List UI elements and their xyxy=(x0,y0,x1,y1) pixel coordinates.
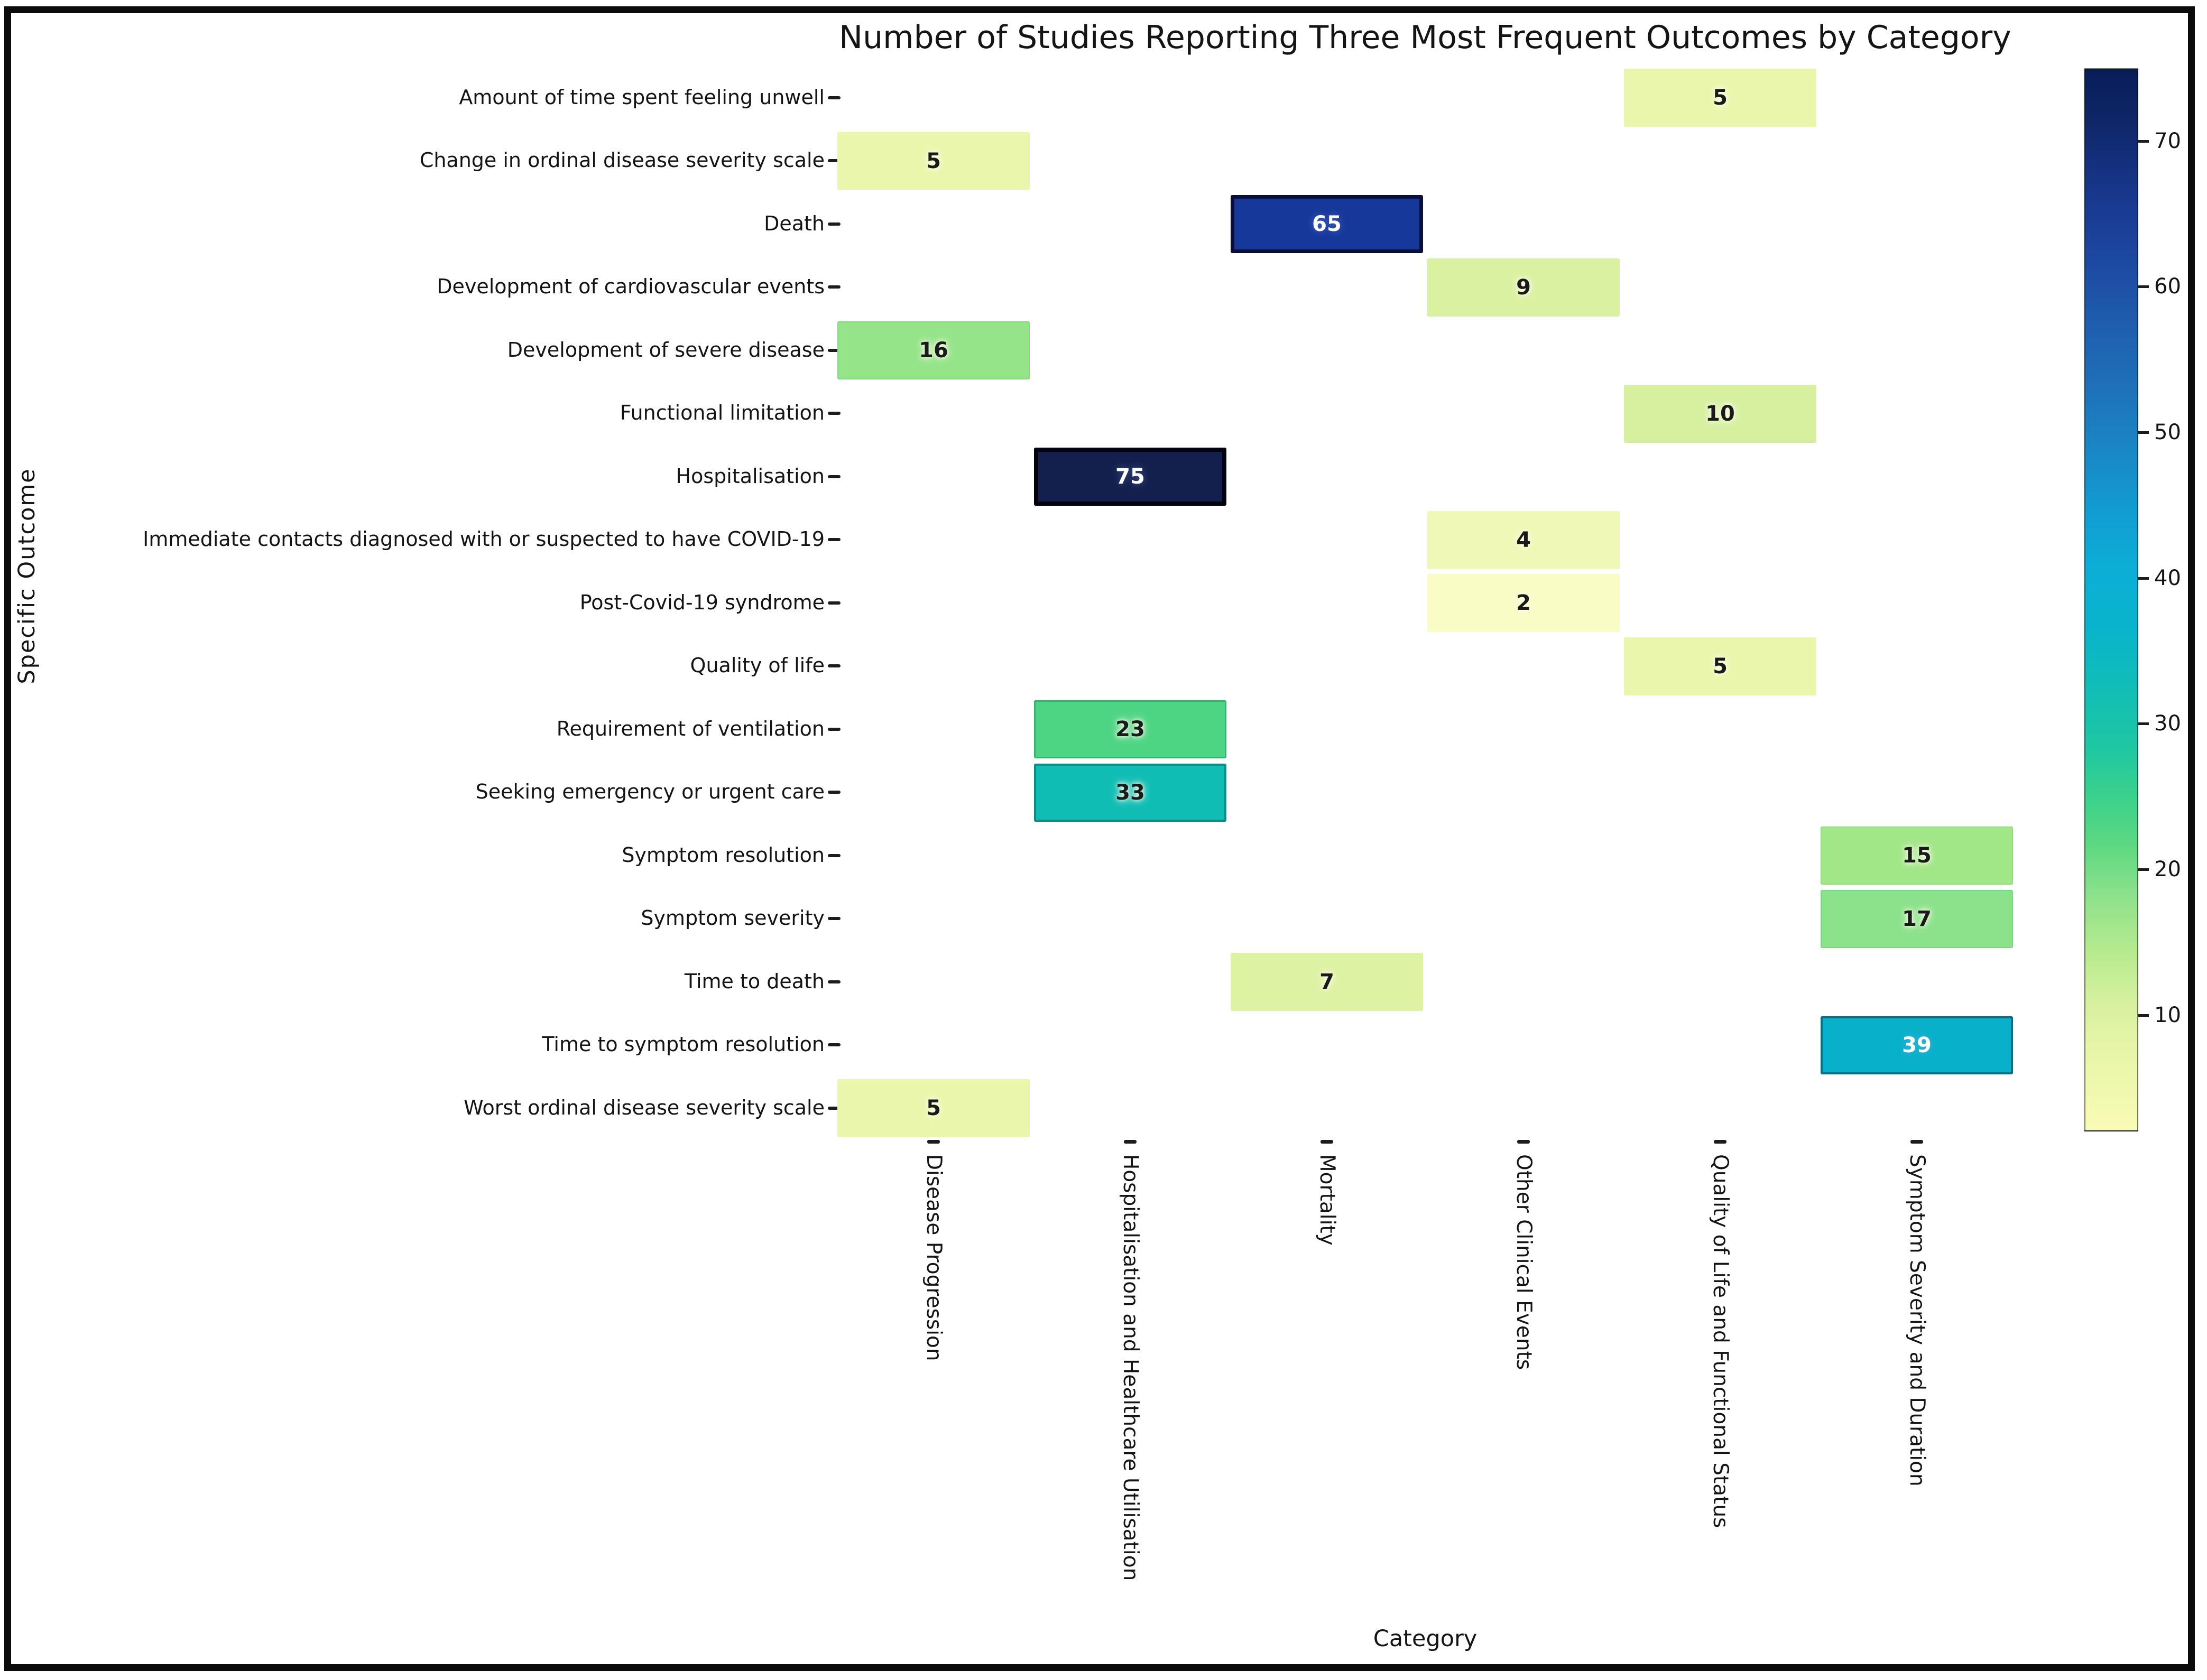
y-tick-mark xyxy=(828,159,841,163)
y-tick-label: Time to death xyxy=(684,969,825,993)
y-tick-label: Hospitalisation xyxy=(676,464,825,488)
y-tick-mark xyxy=(828,96,841,99)
x-tick-mark xyxy=(1910,1140,1923,1144)
colorbar-tick-label: 70 xyxy=(2154,128,2181,153)
heatmap-cell: 39 xyxy=(1821,1016,2013,1074)
colorbar-tick-label: 40 xyxy=(2154,565,2181,590)
heatmap-cell: 2 xyxy=(1427,574,1620,632)
y-tick-label: Immediate contacts diagnosed with or sus… xyxy=(143,527,825,551)
y-tick-label: Change in ordinal disease severity scale xyxy=(419,148,825,172)
heatmap-cell: 7 xyxy=(1231,953,1423,1011)
y-tick-label: Seeking emergency or urgent care xyxy=(475,780,825,804)
x-tick-label: Mortality xyxy=(1315,1154,1339,1246)
heatmap-cell: 5 xyxy=(1624,69,1816,127)
heatmap-cell: 33 xyxy=(1034,763,1226,822)
y-tick-label: Development of severe disease xyxy=(507,338,825,361)
chart-title: Number of Studies Reporting Three Most F… xyxy=(839,19,2011,56)
y-tick-label: Development of cardiovascular events xyxy=(437,275,825,299)
colorbar-tick-mark xyxy=(2138,285,2149,289)
colorbar-tick-label: 30 xyxy=(2154,711,2181,736)
cell-value: 4 xyxy=(1516,527,1531,552)
x-tick-mark xyxy=(1517,1140,1530,1144)
cell-value: 2 xyxy=(1516,591,1531,615)
y-tick-mark xyxy=(828,664,841,668)
y-tick-label: Death xyxy=(764,211,825,235)
y-tick-mark xyxy=(828,285,841,289)
y-tick-mark xyxy=(828,853,841,857)
colorbar-tick-label: 60 xyxy=(2154,274,2181,299)
cell-value: 9 xyxy=(1516,275,1531,300)
cell-value: 65 xyxy=(1312,212,1342,236)
y-tick-label: Symptom resolution xyxy=(622,843,825,867)
cell-value: 5 xyxy=(1713,654,1728,679)
cell-value: 33 xyxy=(1115,780,1145,805)
y-tick-label: Time to symptom resolution xyxy=(542,1033,825,1056)
y-tick-label: Symptom severity xyxy=(641,906,825,930)
x-tick-mark xyxy=(927,1140,940,1144)
y-tick-mark xyxy=(828,601,841,605)
heatmap-cell: 65 xyxy=(1231,195,1423,253)
y-tick-label: Functional limitation xyxy=(620,401,825,425)
x-axis-title: Category xyxy=(1373,1626,1478,1652)
heatmap-cell: 10 xyxy=(1624,384,1816,443)
colorbar-tick-mark xyxy=(2138,868,2149,871)
cell-value: 17 xyxy=(1902,906,1932,931)
cell-value: 23 xyxy=(1115,717,1145,741)
colorbar-tick-label: 50 xyxy=(2154,420,2181,445)
heatmap-cell: 23 xyxy=(1034,700,1226,758)
colorbar-gradient xyxy=(2084,68,2138,1131)
y-tick-mark xyxy=(828,1043,841,1047)
y-axis-title: Specific Outcome xyxy=(14,468,40,684)
colorbar-tick-mark xyxy=(2138,577,2149,580)
colorbar-tick-label: 20 xyxy=(2154,857,2181,881)
y-tick-label: Amount of time spent feeling unwell xyxy=(459,85,825,109)
colorbar-tick-mark xyxy=(2138,431,2149,434)
heatmap-cell: 15 xyxy=(1821,827,2013,885)
heatmap-cell: 5 xyxy=(837,1079,1030,1137)
x-tick-label: Symptom Severity and Duration xyxy=(1905,1154,1929,1487)
cell-value: 15 xyxy=(1902,843,1932,868)
x-tick-label: Disease Progression xyxy=(921,1154,946,1361)
colorbar-tick-mark xyxy=(2138,140,2149,143)
y-tick-mark xyxy=(828,980,841,983)
heatmap-cell: 16 xyxy=(837,321,1030,379)
heatmap-cell: 9 xyxy=(1427,258,1620,317)
y-tick-mark xyxy=(828,222,841,226)
y-tick-mark xyxy=(828,348,841,352)
y-tick-label: Quality of life xyxy=(690,654,825,677)
heatmap-cell: 4 xyxy=(1427,511,1620,569)
x-tick-label: Quality of Life and Functional Status xyxy=(1708,1154,1732,1528)
cell-value: 10 xyxy=(1705,401,1735,426)
y-tick-mark xyxy=(828,791,841,794)
cell-value: 5 xyxy=(1713,86,1728,110)
y-tick-label: Worst ordinal disease severity scale xyxy=(464,1096,825,1119)
x-tick-label: Other Clinical Events xyxy=(1511,1154,1536,1370)
colorbar-tick-label: 10 xyxy=(2154,1003,2181,1027)
heatmap-cell: 5 xyxy=(837,132,1030,190)
y-tick-mark xyxy=(828,538,841,542)
y-tick-mark xyxy=(828,917,841,921)
y-tick-mark xyxy=(828,727,841,731)
cell-value: 39 xyxy=(1902,1033,1932,1057)
y-tick-mark xyxy=(828,475,841,478)
y-tick-mark xyxy=(828,412,841,415)
y-tick-mark xyxy=(828,1106,841,1110)
figure-border xyxy=(4,6,2195,1671)
heatmap-cell: 75 xyxy=(1034,448,1226,506)
cell-value: 5 xyxy=(926,148,941,173)
y-tick-label: Post-Covid-19 syndrome xyxy=(579,590,825,614)
x-tick-mark xyxy=(1320,1140,1333,1144)
heatmap-cell: 5 xyxy=(1624,637,1816,695)
colorbar-tick-mark xyxy=(2138,722,2149,726)
x-tick-mark xyxy=(1124,1140,1137,1144)
cell-value: 75 xyxy=(1115,465,1145,489)
x-tick-mark xyxy=(1714,1140,1726,1144)
heatmap-cell: 17 xyxy=(1821,889,2013,948)
cell-value: 5 xyxy=(926,1096,941,1120)
cell-value: 16 xyxy=(919,338,948,363)
x-tick-label: Hospitalisation and Healthcare Utilisati… xyxy=(1118,1154,1142,1581)
y-tick-label: Requirement of ventilation xyxy=(556,717,825,740)
colorbar-tick-mark xyxy=(2138,1014,2149,1017)
cell-value: 7 xyxy=(1319,970,1334,994)
